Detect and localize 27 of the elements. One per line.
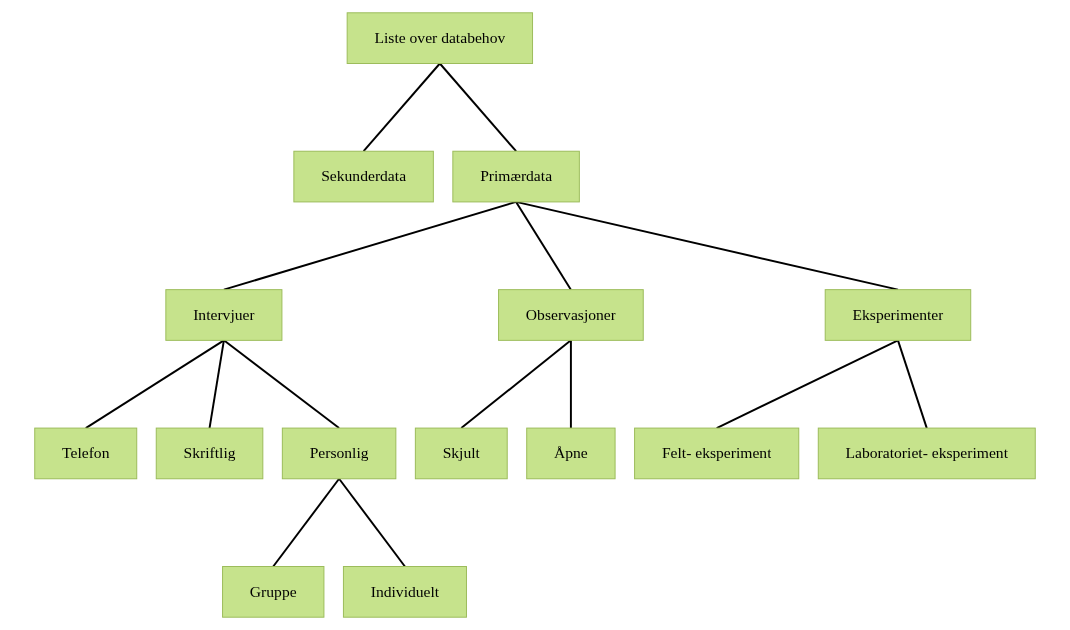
- node-box: Laboratoriet- eksperiment: [817, 427, 1036, 480]
- connector: [272, 477, 341, 568]
- node-box: Individuelt: [342, 566, 467, 618]
- connector: [438, 62, 518, 153]
- node-box: Skriftlig: [155, 427, 264, 480]
- connector: [515, 200, 572, 291]
- connector: [897, 339, 928, 430]
- node-box: Intervjuer: [165, 289, 283, 341]
- connector: [84, 339, 225, 430]
- connector: [715, 339, 899, 430]
- node-box: Felt- eksperiment: [634, 427, 800, 480]
- connector: [338, 477, 406, 568]
- connector: [222, 339, 341, 430]
- node-box: Personlig: [281, 427, 397, 480]
- node-box: Eksperimenter: [824, 289, 972, 341]
- connector: [208, 339, 225, 430]
- node-box: Skjult: [414, 427, 508, 480]
- node-box: Liste over databehov: [346, 12, 534, 64]
- node-box: Gruppe: [222, 566, 325, 618]
- connector: [362, 62, 441, 153]
- node-box: Primærdata: [452, 150, 580, 203]
- node-box: Observasjoner: [498, 289, 644, 341]
- node-box: Sekunderdata: [293, 150, 434, 203]
- connector: [569, 339, 572, 430]
- node-box: Åpne: [526, 427, 616, 480]
- connector: [460, 339, 572, 430]
- node-box: Telefon: [34, 427, 138, 480]
